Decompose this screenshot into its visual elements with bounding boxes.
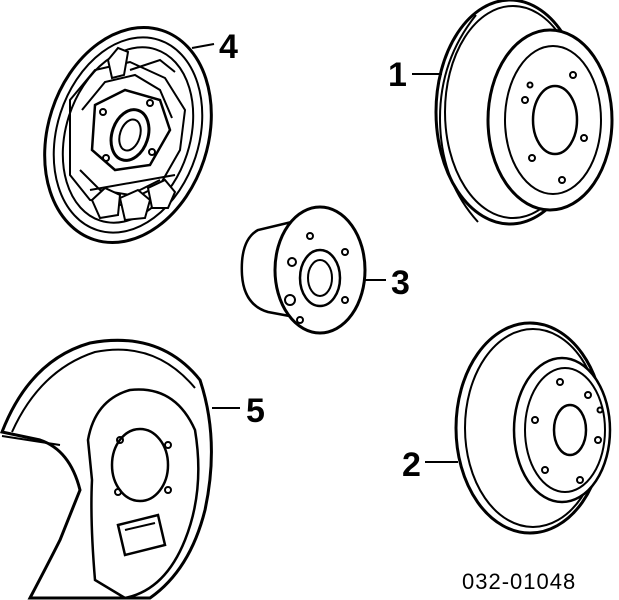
callout-3: 3 bbox=[391, 264, 410, 302]
part-2-brake-disc bbox=[425, 321, 612, 535]
callout-5: 5 bbox=[246, 392, 265, 430]
callout-2: 2 bbox=[402, 446, 421, 484]
part-3-hub bbox=[240, 205, 386, 335]
diagram-part-number: 032-01048 bbox=[462, 569, 576, 594]
part-1-brake-drum bbox=[412, 0, 614, 226]
callout-4: 4 bbox=[219, 28, 238, 66]
callout-1: 1 bbox=[388, 56, 407, 94]
part-4-backing-plate bbox=[43, 26, 215, 244]
part-5-splash-shield bbox=[0, 338, 240, 600]
